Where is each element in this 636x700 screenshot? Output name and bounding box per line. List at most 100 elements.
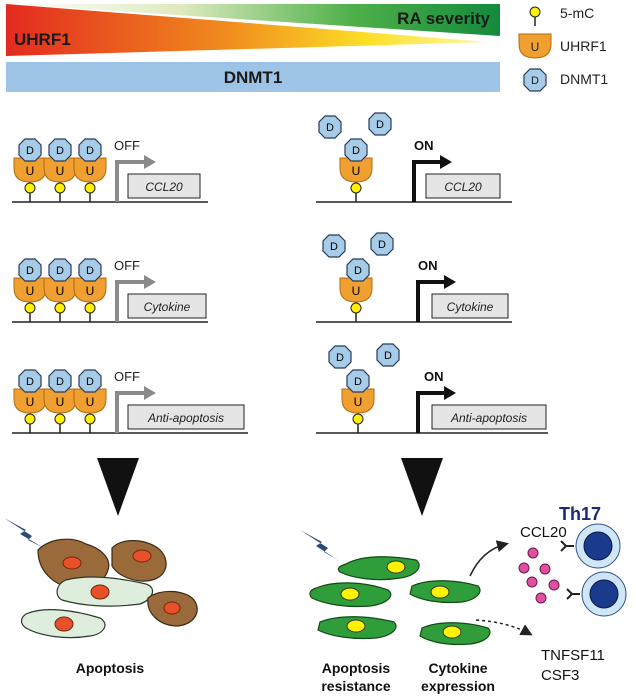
d-glyph: D — [26, 376, 34, 388]
d-glyph: D — [376, 119, 384, 131]
gene-label: Anti-apoptosis — [450, 411, 527, 425]
on-label: ON — [424, 369, 444, 384]
off-label: OFF — [114, 258, 140, 273]
csf3-label: CSF3 — [541, 667, 579, 684]
ccl20-label: CCL20 — [520, 524, 567, 541]
d-glyph: D — [326, 122, 334, 134]
apoptosis-label: Apoptosis — [76, 660, 145, 676]
d-glyph: D — [26, 265, 34, 277]
u-glyph: U — [352, 284, 361, 298]
on-label: ON — [414, 138, 434, 153]
dnmt1-bar — [6, 62, 500, 92]
d-glyph: D — [26, 145, 34, 157]
uhrf1-legend-glyph: U — [531, 40, 540, 54]
apoptosis-resistance-label-1: Apoptosis — [322, 660, 391, 676]
gene-box — [127, 404, 245, 430]
d-glyph: D — [56, 376, 64, 388]
d-glyph: D — [86, 376, 94, 388]
ra-severity-wedge — [8, 4, 500, 36]
ccl20-secretion-arrow — [469, 540, 509, 577]
d-glyph: D — [330, 241, 338, 253]
off-arrow — [115, 391, 146, 433]
gene-label: CCL20 — [145, 180, 183, 194]
off-arrow — [115, 160, 146, 202]
dnmt1-legend-label: DNMT1 — [560, 71, 608, 87]
gene-box — [431, 293, 509, 319]
u-glyph: U — [354, 395, 363, 409]
tnfsf11-label: TNFSF11 — [541, 647, 605, 664]
fibroblast-cell — [337, 556, 420, 581]
uhrf1-legend-icon: U — [518, 33, 552, 59]
off-label: OFF — [114, 138, 140, 153]
left-row-1: U U U D D D OFF CCL20 — [12, 138, 208, 203]
u-glyph: U — [56, 164, 65, 178]
lightning-icon — [300, 530, 338, 560]
d-glyph: D — [336, 352, 344, 364]
apoptosis-resistance-label-2: resistance — [321, 678, 390, 694]
gene-label: Anti-apoptosis — [147, 411, 224, 425]
u-glyph: U — [26, 395, 35, 409]
on-label: ON — [418, 258, 438, 273]
d-glyph: D — [354, 376, 362, 388]
th17-cell — [566, 571, 627, 617]
uhrf1-gradient-label: UHRF1 — [14, 30, 71, 49]
ra-severity-label: RA severity — [397, 9, 490, 28]
uhrf1-dnmt1-complex: U U U D D D — [13, 369, 107, 434]
on-arrow — [416, 391, 446, 433]
on-arrow — [416, 280, 446, 322]
right-down-arrowhead — [401, 458, 443, 516]
d-glyph: D — [378, 239, 386, 251]
dnmt1-legend-icon: D — [523, 68, 547, 92]
apoptotic-cells — [4, 518, 198, 639]
gene-label: Cytokine — [144, 300, 191, 314]
left-row-3: U U U D D D OFF Anti-apoptosis — [12, 369, 248, 434]
left-row-2: U U U D D D OFF Cytokine — [12, 258, 208, 323]
gene-box — [127, 173, 201, 199]
gene-label: CCL20 — [444, 180, 482, 194]
u-glyph: U — [86, 284, 95, 298]
d-glyph: D — [86, 265, 94, 277]
u-glyph: U — [56, 284, 65, 298]
dnmt1-legend-glyph: D — [531, 75, 539, 87]
uhrf1-dnmt1-complex: U U U D D D — [13, 138, 107, 203]
5mc-legend-label: 5-mC — [560, 5, 594, 21]
gene-box — [127, 293, 207, 319]
right-promoter-panel: U D D D ON CCL20 U D D D ON Cytokine — [316, 112, 548, 434]
dnmt1-bar-label: DNMT1 — [224, 68, 283, 87]
left-down-arrowhead — [97, 458, 139, 516]
cytokine-expression-label-1: Cytokine — [428, 660, 487, 676]
d-glyph: D — [56, 145, 64, 157]
right-row-2: U D D D ON Cytokine — [316, 232, 512, 323]
u-glyph: U — [26, 164, 35, 178]
u-glyph: U — [26, 284, 35, 298]
chemokine-dots — [518, 547, 560, 604]
u-glyph: U — [56, 395, 65, 409]
gene-label: Cytokine — [447, 300, 494, 314]
gene-box — [425, 173, 501, 199]
d-glyph: D — [56, 265, 64, 277]
d-glyph: D — [352, 145, 360, 157]
right-row-1: U D D D ON CCL20 — [316, 112, 512, 203]
th17-cell — [560, 523, 621, 569]
u-glyph: U — [352, 164, 361, 178]
u-glyph: U — [86, 395, 95, 409]
th17-label: Th17 — [559, 504, 601, 524]
d-glyph: D — [354, 265, 362, 277]
off-arrow — [115, 280, 146, 322]
u-glyph: U — [86, 164, 95, 178]
uhrf1-legend-label: UHRF1 — [560, 38, 607, 54]
d-glyph: D — [86, 145, 94, 157]
left-promoter-panel: U U U D D D OFF CCL20 U U U D — [12, 138, 248, 434]
on-arrow — [412, 160, 442, 202]
cytokine-expression-label-2: expression — [421, 678, 495, 694]
5mc-legend-icon — [529, 6, 541, 27]
gene-box — [431, 404, 547, 430]
off-label: OFF — [114, 369, 140, 384]
uhrf1-dnmt1-complex: U U U D D D — [13, 258, 107, 323]
d-glyph: D — [384, 350, 392, 362]
lightning-icon — [4, 518, 44, 548]
right-row-3: U D D D ON Anti-apoptosis — [316, 343, 548, 434]
uhrf1-gradient-wedge — [6, 4, 490, 56]
legend: 5-mC U UHRF1 D DNMT1 — [518, 5, 608, 92]
